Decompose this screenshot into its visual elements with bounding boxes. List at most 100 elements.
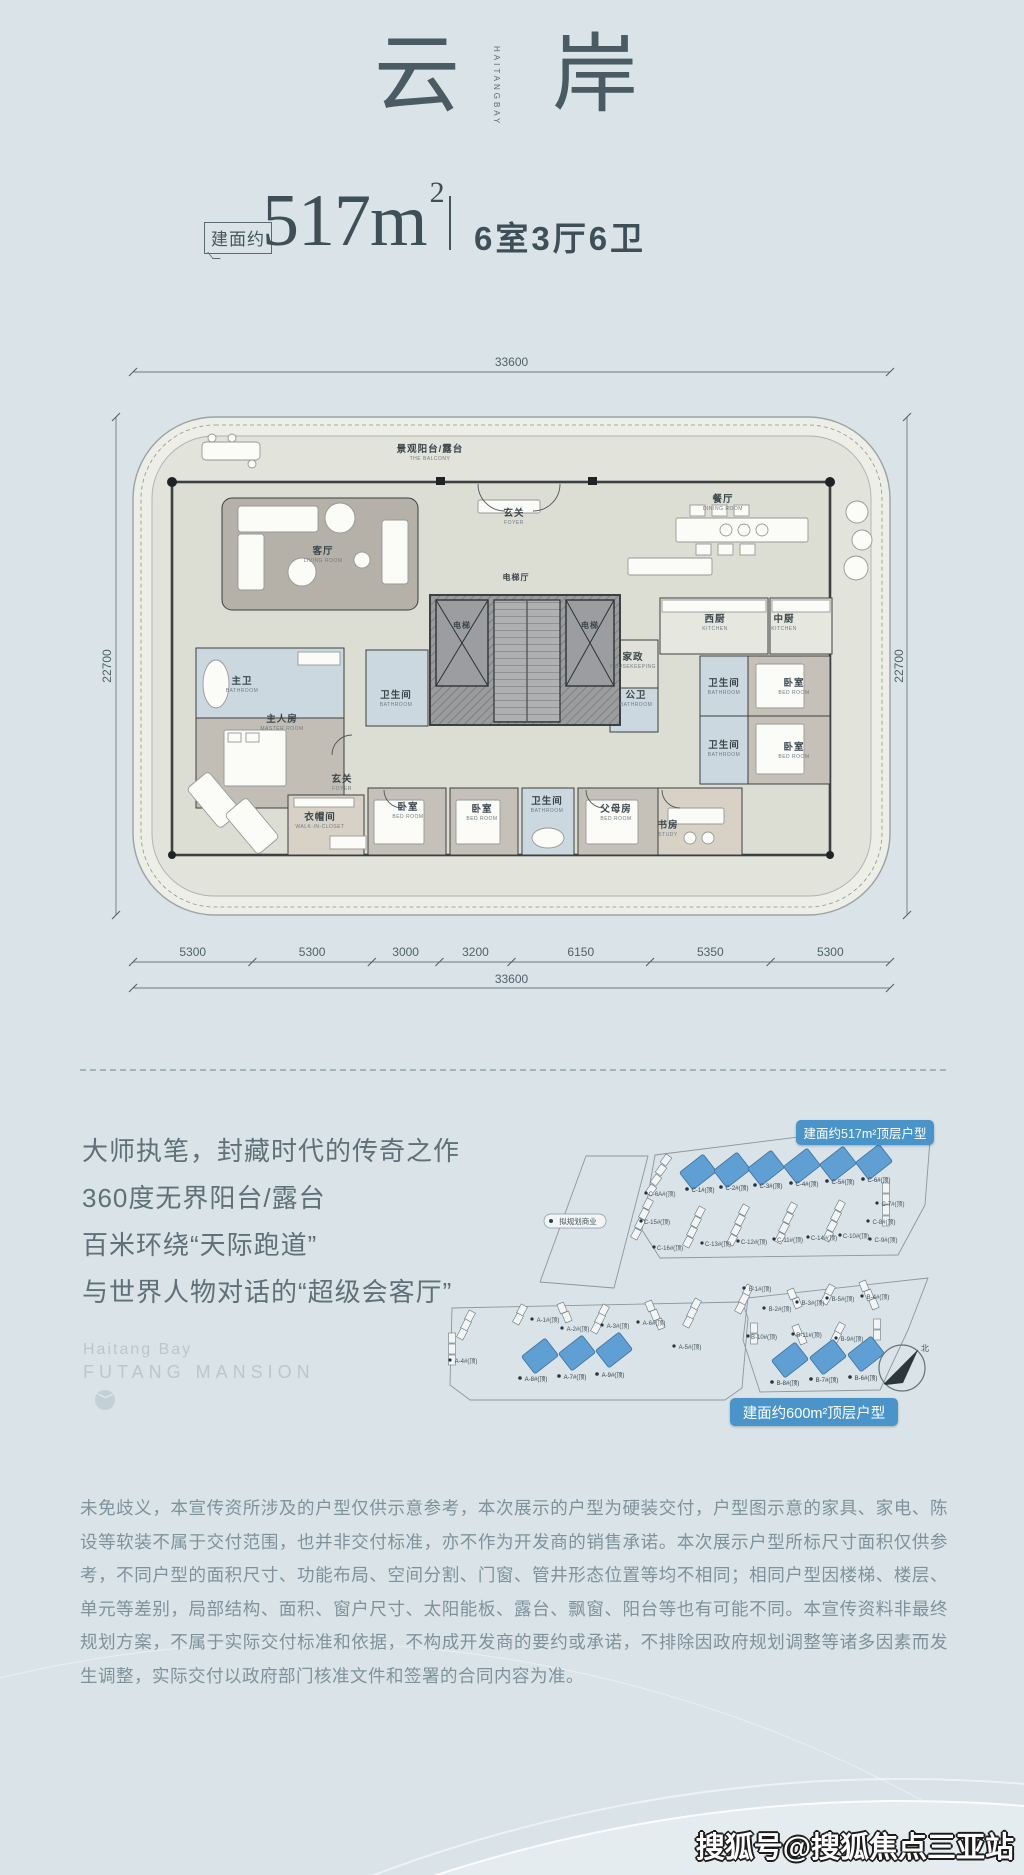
building-label: B-9#(顶) (841, 1336, 864, 1343)
room-label-en: BED ROOM (392, 814, 423, 820)
room-label: 电梯厅 (503, 572, 530, 582)
room-label-en: FOYER (332, 786, 352, 792)
room-label: 父母房 (599, 803, 632, 815)
room-label-en: HOUSEKEEPING (610, 664, 656, 670)
room-layout-label: 6室3厅6卫 (474, 220, 647, 257)
building-label: C-4#(顶) (795, 1181, 818, 1188)
room-label: 卫生间 (380, 689, 412, 701)
siteplan-units (448, 1144, 893, 1378)
building-label: C-13#(顶) (705, 1241, 731, 1248)
room-label-en: BED ROOM (778, 690, 809, 696)
marketing-line: 大师执笔，封藏时代的传奇之作 (82, 1136, 461, 1166)
building-label: A-1#(顶) (537, 1317, 560, 1324)
building-label: C-11#(顶) (777, 1237, 803, 1244)
building-label: C-6#(顶) (867, 1177, 890, 1184)
building-label: A-4#(顶) (455, 1358, 478, 1365)
room-label-en: BATHROOM (708, 752, 741, 758)
building-label: C-14#(顶) (811, 1235, 837, 1242)
dimension-label: 5350 (697, 945, 724, 959)
room-label-en: MASTER ROOM (260, 726, 303, 732)
room-label: 卧室 (397, 801, 418, 813)
dimension-label: 5300 (179, 945, 206, 959)
siteplan-labels: C-1#(顶)C-2#(顶)C-3#(顶)C-4#(顶)C-5#(顶)C-6#(… (448, 1177, 905, 1387)
dimension-label: 33600 (495, 355, 529, 369)
building-label: B-11#(顶) (796, 1332, 822, 1339)
marketing-line: 百米环绕“天际跑道” (82, 1230, 318, 1260)
room-label: 中厨 (773, 613, 794, 625)
room-label-en: WALK-IN-CLOSET (295, 824, 344, 830)
building-label: A-7#(顶) (564, 1374, 587, 1381)
room-label-en: KITCHEN (771, 626, 796, 632)
room-label: 主卫 (231, 675, 252, 687)
room-label-en: BATHROOM (620, 702, 653, 708)
siteplan: 拟规划商业 北 C-1#(顶)C-2#(顶)C-3#(顶)C-4#(顶)C-5#… (448, 1121, 931, 1401)
room-label-en: BED ROOM (466, 816, 497, 822)
room-label-en: LIVING ROOM (304, 558, 343, 564)
room-label-en: BATHROOM (531, 808, 564, 814)
room-label-en: DINING ROOM (703, 506, 743, 512)
brand-mansion: FUTANG MANSION (83, 1362, 315, 1382)
room-label: 电梯 (453, 620, 471, 630)
room-label: 西厨 (704, 614, 725, 625)
marketing-line: 360度无界阳台/露台 (82, 1183, 326, 1213)
building-label: B-10#(顶) (751, 1334, 777, 1341)
room-label: 卧室 (783, 741, 804, 753)
room-label: 卧室 (471, 803, 492, 815)
building-label: C-15#(顶) (644, 1219, 670, 1226)
siteplan-parcel (539, 1155, 649, 1289)
room-label-en: THE BALCONY (410, 456, 451, 462)
dimension-label: 6150 (567, 945, 594, 959)
building-label: A-6#(顶) (643, 1320, 666, 1327)
building-label: B-5#(顶) (832, 1296, 855, 1303)
building-label: C-8#(顶) (872, 1219, 895, 1226)
room-label-en: KITCHEN (702, 626, 727, 632)
parcel-pill (543, 1213, 607, 1229)
building-label: A-3#(顶) (607, 1323, 630, 1330)
plan-columns (167, 477, 835, 859)
disclaimer-text: 未免歧义，本宣传资所涉及的户型仅供示意参考，本次展示的户型为硬装交付，户型图示意… (80, 1498, 948, 1686)
building-label: C-5#(顶) (831, 1179, 854, 1186)
building-label: A-9#(顶) (602, 1372, 625, 1379)
chevron-down-icon: ﹀ (95, 1390, 115, 1410)
project-title-right: 岸 (552, 27, 638, 123)
room-label: 卫生间 (708, 677, 740, 689)
room-label: 景观阳台/露台 (396, 443, 464, 455)
dimension-label: 22700 (100, 649, 114, 683)
dimension-label: 5300 (817, 945, 844, 959)
dimension-label: 33600 (495, 972, 529, 986)
room-label: 玄关 (503, 507, 524, 519)
compass-label: 北 (921, 1344, 929, 1353)
room-label-en: STUDY (658, 832, 678, 838)
building-label: C-7#(顶) (881, 1201, 904, 1208)
building-label: A-8#(顶) (525, 1376, 548, 1383)
room-label-en: BATHROOM (380, 702, 413, 708)
plan-doors (331, 483, 681, 809)
room-label-en: BATHROOM (226, 688, 259, 694)
building-label: C-16#(顶) (657, 1245, 683, 1252)
building-label: C-2#(顶) (725, 1185, 748, 1192)
compass-icon: 北 (878, 1344, 929, 1392)
building-label: B-6#(顶) (855, 1375, 878, 1382)
room-label: 衣帽间 (304, 811, 336, 823)
dimension-label: 5300 (299, 945, 326, 959)
area-superscript: 2 (429, 176, 445, 209)
building-label: C-9#(顶) (874, 1237, 897, 1244)
room-label: 卫生间 (531, 795, 563, 807)
building-label: A-5#(顶) (679, 1344, 702, 1351)
room-label-en: BED ROOM (778, 754, 809, 760)
room-label: 家政 (622, 651, 643, 663)
room-label: 公卫 (625, 690, 646, 701)
building-label: B-2#(顶) (769, 1306, 792, 1313)
building-label: C-3#(顶) (759, 1183, 782, 1190)
section-divider (80, 1069, 946, 1071)
area-tag: 建面约 (204, 222, 272, 254)
watermark: 搜狐号@搜狐焦点三亚站 (695, 1832, 1014, 1864)
project-title-left: 云 (374, 27, 460, 123)
dimension-label: 3000 (392, 945, 419, 959)
room-label-en: BED ROOM (600, 816, 631, 822)
brand-name: Haitang Bay (83, 1341, 193, 1358)
